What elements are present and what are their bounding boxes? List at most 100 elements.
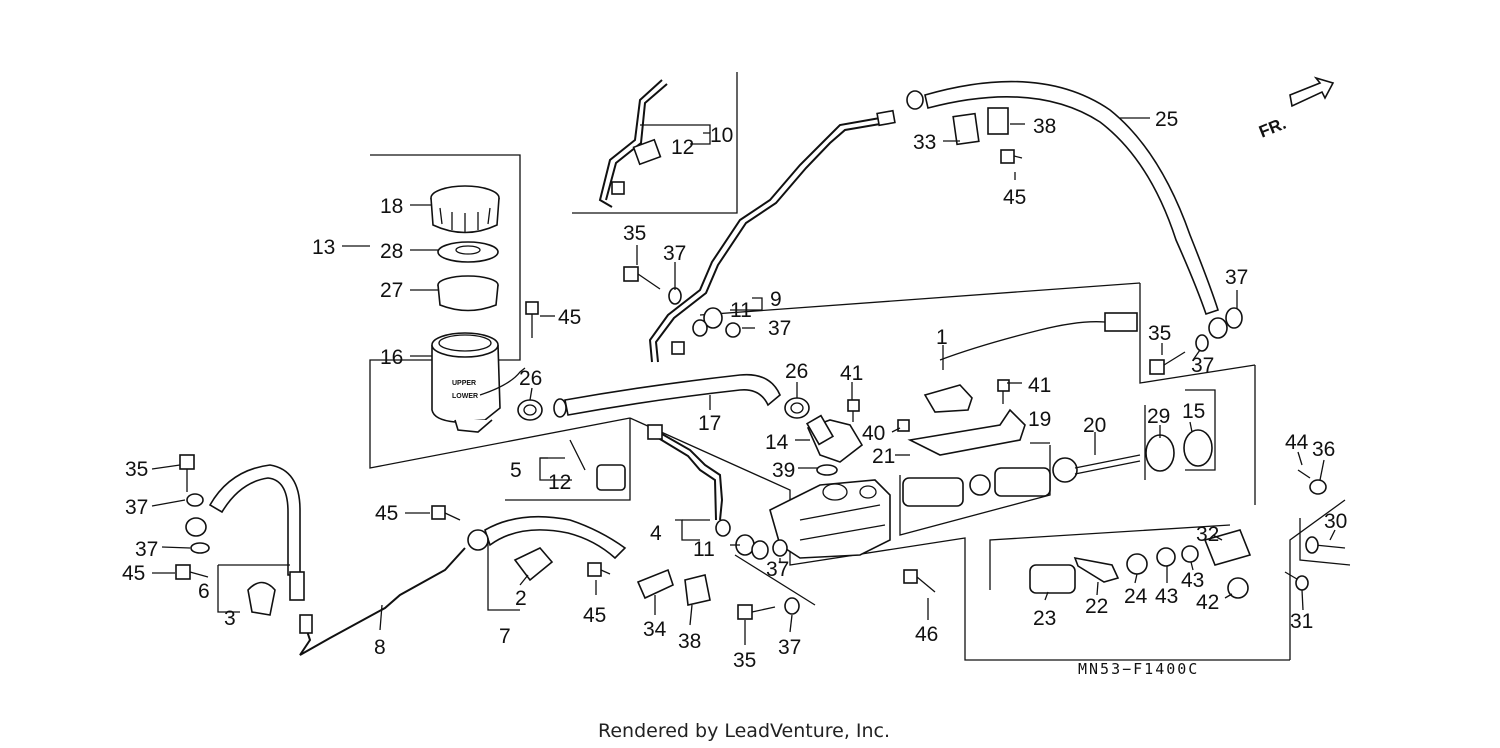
callout-37-f: 37 xyxy=(135,538,158,561)
brake-pipe-10 xyxy=(598,79,668,208)
callout-22: 22 xyxy=(1085,595,1108,618)
callout-29: 29 xyxy=(1147,405,1170,428)
callout-labels: 1 2 3 4 5 6 7 8 9 10 11 11 12 12 13 14 1… xyxy=(122,108,1347,672)
callout-26-left: 26 xyxy=(519,367,542,390)
callout-7: 7 xyxy=(499,625,511,648)
rod-22 xyxy=(1073,556,1120,583)
callout-44: 44 xyxy=(1285,431,1309,454)
washer-39 xyxy=(816,464,838,476)
callout-35-b: 35 xyxy=(1148,322,1171,345)
callout-6: 6 xyxy=(198,580,210,603)
pin-30 xyxy=(1305,536,1346,554)
callout-23: 23 xyxy=(1033,607,1056,630)
joint-12-lower xyxy=(569,439,626,491)
clip-38-top xyxy=(987,107,1009,135)
callout-27: 27 xyxy=(380,279,403,302)
boot-15 xyxy=(1183,429,1213,467)
diagram-code: MN53−F1400C xyxy=(1078,660,1199,678)
callout-19: 19 xyxy=(1028,408,1051,431)
master-cylinder-body xyxy=(769,479,891,559)
callout-28: 28 xyxy=(380,240,403,263)
callout-37-c: 37 xyxy=(1225,266,1248,289)
clevis-32 xyxy=(1203,529,1252,566)
callout-35-a: 35 xyxy=(623,222,646,245)
callout-4: 4 xyxy=(650,522,662,545)
hose-clamp-right xyxy=(784,397,810,419)
boot-29 xyxy=(1145,434,1175,472)
callout-10: 10 xyxy=(710,124,733,147)
group-frames xyxy=(369,72,1351,661)
joint-2 xyxy=(513,547,554,582)
callout-37-b: 37 xyxy=(768,317,791,340)
callout-30: 30 xyxy=(1324,510,1347,533)
callout-45-b: 45 xyxy=(1003,186,1026,209)
callout-11-bottom: 11 xyxy=(693,538,715,561)
callout-35-d: 35 xyxy=(733,649,756,672)
nut-43b xyxy=(1181,545,1199,563)
callout-5: 5 xyxy=(510,459,522,482)
callout-45-e: 45 xyxy=(583,604,606,627)
callout-38-bottom: 38 xyxy=(678,630,701,653)
callout-21: 21 xyxy=(872,445,895,468)
reservoir-tank: UPPER LOWER xyxy=(431,332,526,433)
upper-mark: UPPER xyxy=(452,380,476,387)
callout-15: 15 xyxy=(1182,400,1205,423)
callout-45-c: 45 xyxy=(375,502,398,525)
hose-clamp-left xyxy=(517,399,543,421)
callout-42: 42 xyxy=(1196,591,1219,614)
callout-9: 9 xyxy=(770,288,782,311)
piston-spring-set xyxy=(902,467,1051,507)
brake-hose-25 xyxy=(906,80,1228,339)
callout-45-d: 45 xyxy=(122,562,145,585)
callout-37-e: 37 xyxy=(125,496,148,519)
callout-2: 2 xyxy=(515,587,527,610)
clip-38-bottom xyxy=(684,574,711,606)
bracket-plate-21 xyxy=(907,408,1026,456)
callout-34: 34 xyxy=(643,618,667,641)
brake-hose-7 xyxy=(467,515,627,560)
callout-39: 39 xyxy=(772,459,795,482)
nut-43a xyxy=(1156,547,1176,567)
callout-16: 16 xyxy=(380,346,403,369)
credit-line: Rendered by LeadVenture, Inc. xyxy=(598,720,890,742)
diaphragm-plate xyxy=(437,241,499,263)
brake-light-switch xyxy=(923,312,1138,413)
callout-31: 31 xyxy=(1290,610,1313,633)
pin-44-36 xyxy=(1297,469,1327,495)
callout-46: 46 xyxy=(915,623,938,646)
sealing-washers xyxy=(186,287,1243,615)
callout-41-right: 41 xyxy=(1028,374,1051,397)
callout-37-d: 37 xyxy=(1191,354,1214,377)
callout-45-a: 45 xyxy=(558,306,581,329)
callout-8: 8 xyxy=(374,636,386,659)
callout-12-bottom: 12 xyxy=(548,471,571,494)
callout-40: 40 xyxy=(862,422,885,445)
callout-38-top: 38 xyxy=(1033,115,1056,138)
callout-24: 24 xyxy=(1124,585,1148,608)
callout-20: 20 xyxy=(1083,414,1106,437)
callout-43-b: 43 xyxy=(1181,569,1204,592)
brake-pipe-9 xyxy=(648,109,896,363)
callout-3: 3 xyxy=(224,607,236,630)
reservoir-hose xyxy=(553,373,781,418)
inlet-joint xyxy=(805,414,864,463)
nut-24 xyxy=(1126,553,1148,575)
bracket-34 xyxy=(636,568,674,600)
callout-36: 36 xyxy=(1312,438,1335,461)
callout-1: 1 xyxy=(936,326,948,349)
bolts xyxy=(175,149,1186,620)
callout-41-left: 41 xyxy=(840,362,863,385)
brake-hose-6 xyxy=(185,464,305,601)
lower-mark: LOWER xyxy=(452,393,478,400)
callout-37-h: 37 xyxy=(778,636,801,659)
callout-26-right: 26 xyxy=(785,360,808,383)
callout-25: 25 xyxy=(1155,108,1178,131)
callout-33: 33 xyxy=(913,131,936,154)
callout-12-top: 12 xyxy=(671,136,694,159)
front-direction-arrow: FR. xyxy=(1256,76,1335,142)
callout-37-g: 37 xyxy=(766,558,789,581)
brake-pipe-4 xyxy=(647,424,724,521)
clip-3 xyxy=(247,581,276,616)
nut-42 xyxy=(1227,577,1249,599)
spring-23 xyxy=(1029,564,1076,594)
